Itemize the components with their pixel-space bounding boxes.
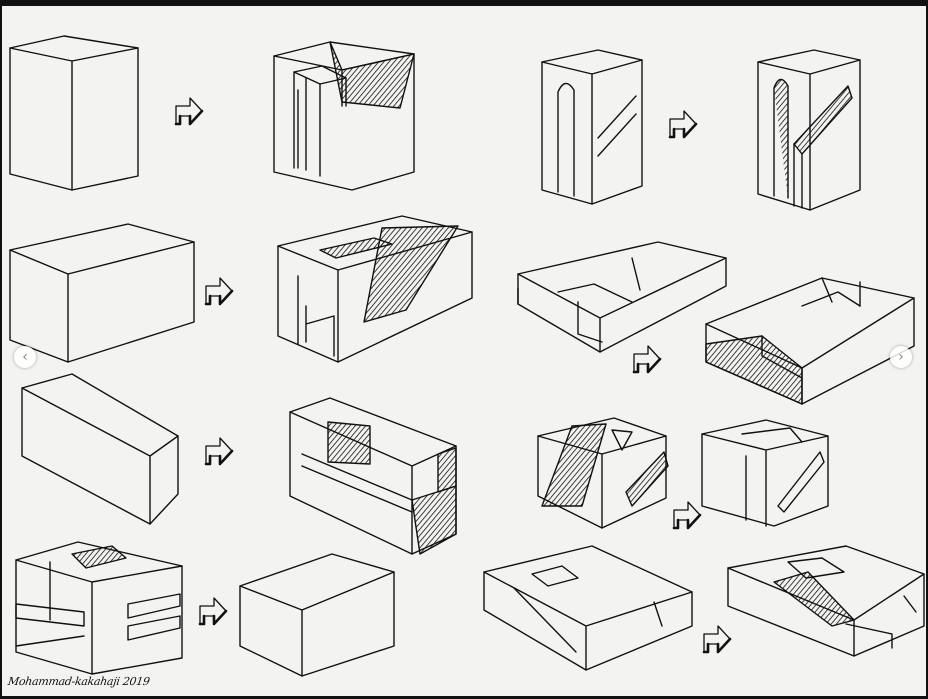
sketch-box-long-frame bbox=[289, 397, 457, 555]
arrow-icon bbox=[198, 596, 228, 626]
sketch-box-long-plain bbox=[21, 373, 179, 525]
chevron-right-icon: › bbox=[898, 349, 904, 365]
sketch-box-tall-carved bbox=[273, 41, 415, 191]
arrow-icon bbox=[632, 344, 662, 374]
sketch-box-tall-arch bbox=[541, 49, 643, 205]
arrow-icon bbox=[204, 276, 234, 306]
carousel-next-button[interactable]: › bbox=[890, 346, 912, 368]
sketch-box-plain-2 bbox=[239, 553, 395, 677]
sketch-box-tall-plain bbox=[9, 35, 139, 191]
arrow-icon bbox=[204, 436, 234, 466]
sketch-cube-tilted-cut bbox=[537, 417, 669, 529]
carousel-prev-button[interactable]: ‹ bbox=[14, 346, 36, 368]
arrow-icon bbox=[702, 624, 732, 654]
artist-signature: Mohammad-kakahaji 2019 bbox=[7, 675, 151, 688]
sketch-slab-carved bbox=[705, 277, 915, 405]
sketch-slab-ramp bbox=[483, 545, 693, 671]
sketch-paper: Mohammad-kakahaji 2019 ‹ › bbox=[2, 6, 926, 696]
sketch-box-tall-arch-cut bbox=[757, 49, 861, 211]
chevron-left-icon: ‹ bbox=[22, 349, 28, 365]
arrow-icon bbox=[174, 96, 204, 126]
sketch-slab-notched bbox=[517, 241, 727, 353]
sketch-box-wide-plain bbox=[9, 223, 195, 363]
sketch-slab-ramp-carved bbox=[727, 545, 925, 657]
sketch-cube-carved bbox=[701, 419, 829, 527]
sketch-box-stepped bbox=[15, 541, 183, 675]
sketch-box-wide-stair bbox=[277, 215, 473, 363]
arrow-icon bbox=[672, 500, 702, 530]
sketch-drawing bbox=[9, 35, 925, 677]
arrow-icon bbox=[668, 109, 698, 139]
